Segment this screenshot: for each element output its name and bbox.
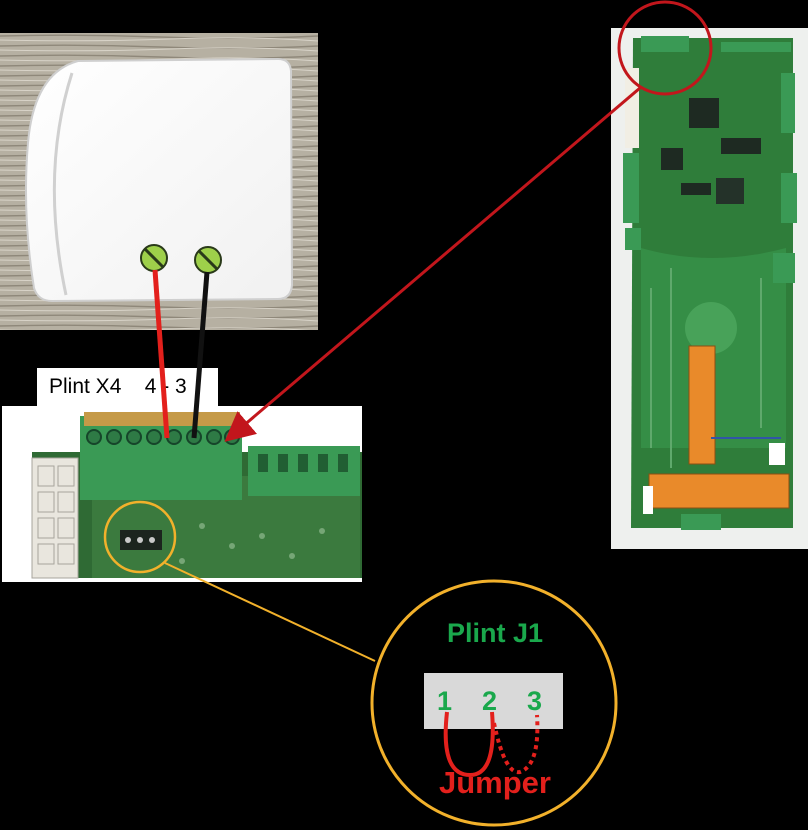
j1-pin-1: 1 (437, 686, 453, 716)
thermostat-photo (0, 33, 318, 330)
jumper-label: Jumper (439, 765, 551, 800)
j1-pin-2: 2 (482, 686, 498, 716)
jumper-icon (443, 711, 495, 778)
j1-detail-circle (370, 579, 618, 827)
jumper-connector-line (164, 562, 376, 662)
jumper-alt-dotted (492, 714, 540, 775)
j1-pin-3: 3 (527, 686, 543, 716)
board-to-closeup-arrow (224, 86, 641, 442)
plint-x4-label: Plint X4 4 - 3 (37, 368, 218, 406)
terminal-highlight-circle (617, 0, 713, 96)
red-wire (152, 269, 170, 439)
circuit-board-icon (611, 28, 808, 549)
circuit-board-icon (2, 406, 362, 582)
thermostat-icon (0, 33, 318, 330)
black-wire (191, 271, 210, 439)
terminal-closeup-photo (2, 406, 362, 582)
jumper-area-circle (103, 500, 177, 574)
controller-board-photo (611, 28, 808, 549)
plint-j1-title: Plint J1 (446, 618, 544, 648)
